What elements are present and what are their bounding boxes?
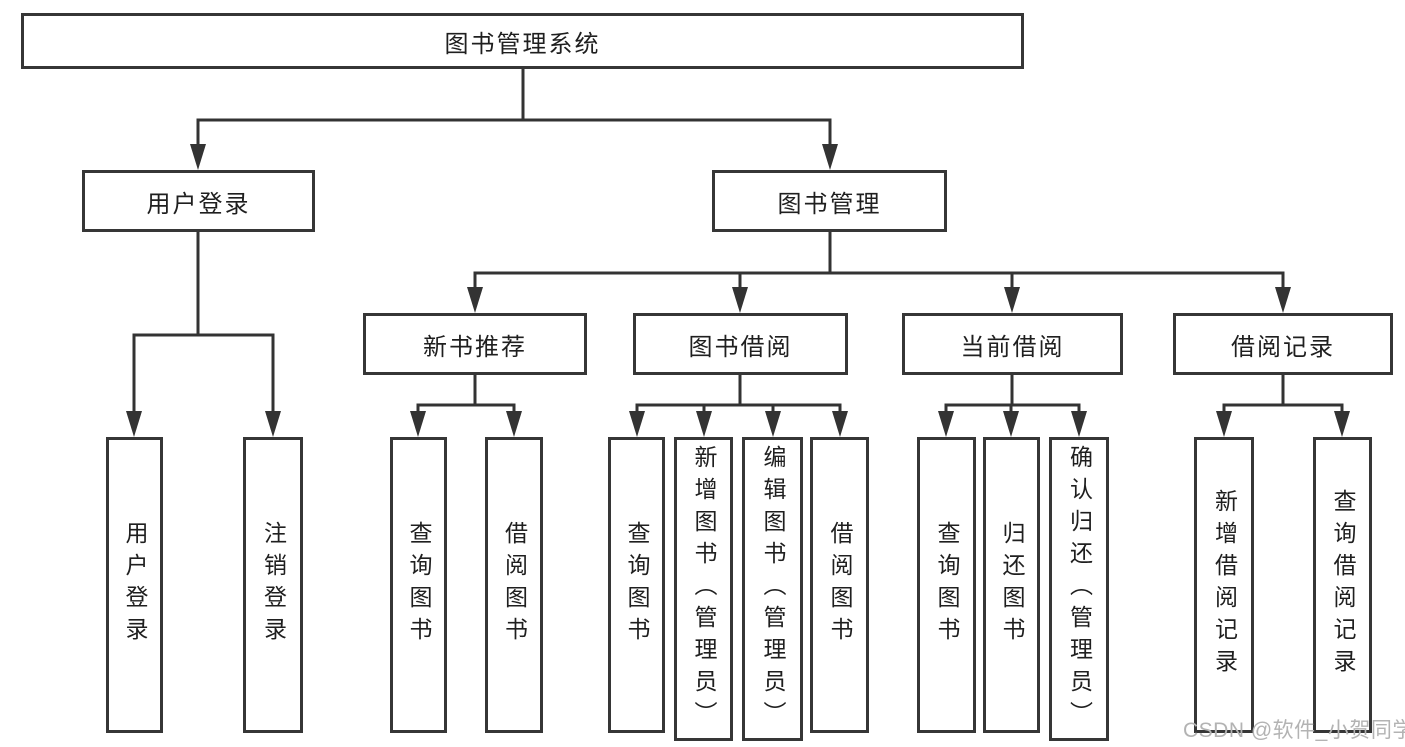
- leaf-cb-return-books: 归还图书: [983, 437, 1040, 733]
- connector-user-login: [132, 232, 275, 415]
- connector-borrowing-records: [1222, 375, 1344, 415]
- node-borrowing-records: 借阅记录: [1173, 313, 1393, 375]
- leaf-cb-query-books-label: 查询图书: [934, 521, 960, 649]
- leaf-user-login: 用户登录: [106, 437, 163, 733]
- leaf-br-add-record: 新增借阅记录: [1194, 437, 1254, 733]
- leaf-cb-return-books-label: 归还图书: [999, 521, 1025, 649]
- node-new-book-recommend: 新书推荐: [363, 313, 587, 375]
- leaf-nbr-query-books: 查询图书: [390, 437, 447, 733]
- leaf-logout-label: 注销登录: [260, 521, 287, 649]
- leaf-nbr-borrow-books: 借阅图书: [485, 437, 543, 733]
- leaf-logout: 注销登录: [243, 437, 303, 733]
- connector-new-book-recommend: [416, 375, 516, 415]
- leaf-user-login-label: 用户登录: [122, 521, 148, 649]
- node-root-label: 图书管理系统: [444, 30, 601, 58]
- node-user-login-label: 用户登录: [146, 190, 251, 218]
- leaf-cb-confirm-return-admin-label: 确认归还（管理员）: [1066, 445, 1093, 733]
- arrowheads: [126, 144, 1350, 437]
- connector-book-management: [473, 232, 1285, 291]
- leaf-bb-borrow-books: 借阅图书: [810, 437, 869, 733]
- leaf-cb-confirm-return-admin: 确认归还（管理员）: [1049, 437, 1109, 741]
- node-current-borrowing-label: 当前借阅: [960, 333, 1065, 361]
- connector-root: [196, 69, 832, 148]
- leaf-bb-add-books-admin-label: 新增图书（管理员）: [691, 445, 717, 733]
- node-borrowing-records-label: 借阅记录: [1231, 333, 1335, 361]
- leaf-nbr-query-books-label: 查询图书: [406, 521, 432, 649]
- node-user-login: 用户登录: [82, 170, 315, 232]
- node-book-borrowing: 图书借阅: [633, 313, 848, 375]
- leaf-bb-query-books-label: 查询图书: [624, 521, 650, 649]
- node-book-management-label: 图书管理: [777, 190, 882, 218]
- leaf-br-query-record-label: 查询借阅记录: [1330, 489, 1356, 681]
- node-root: 图书管理系统: [21, 13, 1024, 69]
- node-book-borrowing-label: 图书借阅: [688, 333, 793, 361]
- leaf-bb-add-books-admin: 新增图书（管理员）: [674, 437, 733, 741]
- connector-book-borrowing: [635, 375, 842, 415]
- node-current-borrowing: 当前借阅: [902, 313, 1123, 375]
- node-new-book-recommend-label: 新书推荐: [423, 333, 527, 361]
- leaf-nbr-borrow-books-label: 借阅图书: [501, 521, 528, 649]
- watermark: CSDN @软件_小贺同学: [1183, 719, 1405, 742]
- leaf-bb-borrow-books-label: 借阅图书: [827, 521, 853, 649]
- node-book-management: 图书管理: [712, 170, 947, 232]
- leaf-cb-query-books: 查询图书: [917, 437, 976, 733]
- leaf-bb-edit-books-admin: 编辑图书（管理员）: [742, 437, 803, 741]
- leaf-bb-edit-books-admin-label: 编辑图书（管理员）: [760, 445, 786, 733]
- leaf-bb-query-books: 查询图书: [608, 437, 665, 733]
- connector-current-borrowing: [944, 375, 1081, 415]
- leaf-br-add-record-label: 新增借阅记录: [1211, 489, 1238, 681]
- leaf-br-query-record: 查询借阅记录: [1313, 437, 1372, 733]
